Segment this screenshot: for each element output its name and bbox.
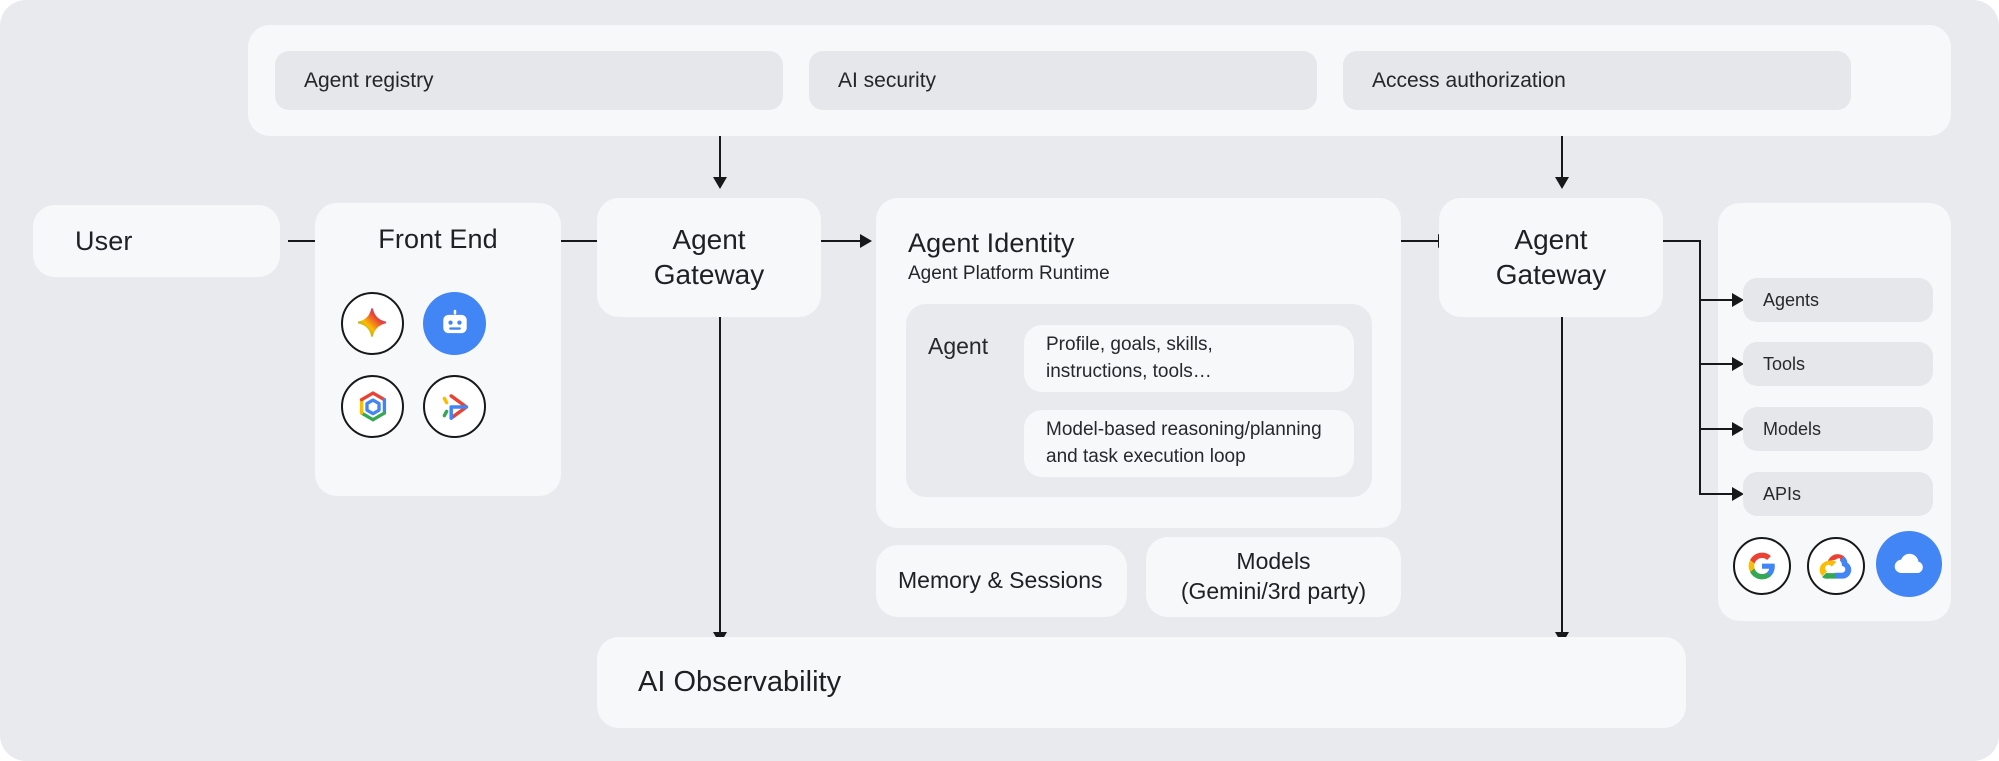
agent-identity-title: Agent Identity (908, 228, 1075, 258)
resource-label: Tools (1763, 353, 1806, 374)
agent-builder-arrow-icon[interactable] (423, 375, 486, 438)
connector-access-to-gateway (1561, 136, 1563, 180)
ai-studio-hexagon-icon[interactable] (341, 375, 404, 438)
arrowhead-right (1732, 357, 1744, 371)
resource-item-apis[interactable]: APIs (1743, 472, 1933, 516)
cloud-solid-icon[interactable] (1876, 531, 1942, 597)
connector-gateway-to-observability (719, 317, 721, 635)
connector-bus-to-agents (1699, 299, 1735, 301)
agent-profile-card[interactable]: Profile, goals, skills,instructions, too… (1024, 325, 1354, 392)
user-node[interactable]: User (33, 205, 280, 277)
frontend-title: Front End (378, 224, 498, 254)
resource-bus-line (1699, 240, 1701, 495)
user-label: User (75, 225, 133, 256)
arrowhead-right (1732, 422, 1744, 436)
google-cloud-icon[interactable] (1807, 537, 1865, 595)
governance-pill-label: Access authorization (1372, 68, 1566, 92)
arrowhead-right (1732, 487, 1744, 501)
arrowhead-down (713, 177, 727, 189)
connector-bus-to-apis (1699, 493, 1735, 495)
governance-pill-access-authorization[interactable]: Access authorization (1343, 51, 1851, 110)
governance-pill-label: Agent registry (304, 68, 434, 92)
governance-pill-agent-registry[interactable]: Agent registry (275, 51, 783, 110)
observability-label: AI Observability (638, 666, 842, 698)
connector-frontend-to-gateway (561, 240, 603, 242)
connector-bus-to-tools (1699, 363, 1735, 365)
models-label: Models(Gemini/3rd party) (1180, 548, 1367, 604)
resource-label: Models (1763, 418, 1822, 439)
connector-gateway-right-to-bus (1663, 240, 1701, 242)
connector-user-to-frontend (288, 240, 321, 242)
connector-registry-to-gateway (719, 136, 721, 180)
governance-pill-label: AI security (838, 68, 937, 92)
connector-identity-to-gateway-right (1401, 240, 1441, 242)
agent-robot-icon[interactable] (423, 292, 486, 355)
google-g-icon[interactable] (1733, 537, 1791, 595)
connector-bus-to-models (1699, 428, 1735, 430)
resource-item-tools[interactable]: Tools (1743, 342, 1933, 386)
resource-item-models[interactable]: Models (1743, 407, 1933, 451)
arrowhead-down (1555, 177, 1569, 189)
resource-label: APIs (1763, 483, 1802, 504)
arrowhead-right (1732, 293, 1744, 307)
governance-pill-ai-security[interactable]: AI security (809, 51, 1317, 110)
ai-observability-node[interactable]: AI Observability (597, 637, 1686, 728)
gemini-sparkle-icon[interactable] (341, 292, 404, 355)
memory-sessions-node[interactable]: Memory & Sessions (876, 545, 1127, 617)
models-node[interactable]: Models(Gemini/3rd party) (1146, 537, 1401, 617)
agent-inner-label: Agent (928, 333, 989, 359)
agent-identity-subtitle: Agent Platform Runtime (908, 263, 1110, 284)
agent-profile-text: Profile, goals, skills,instructions, too… (1046, 333, 1213, 382)
memory-label: Memory & Sessions (898, 567, 1103, 594)
arrowhead-right (860, 234, 872, 248)
connector-gateway-to-identity (821, 240, 864, 242)
connector-gateway-right-to-observability (1561, 317, 1563, 635)
resource-label: Agents (1763, 289, 1820, 310)
resource-item-agents[interactable]: Agents (1743, 278, 1933, 322)
